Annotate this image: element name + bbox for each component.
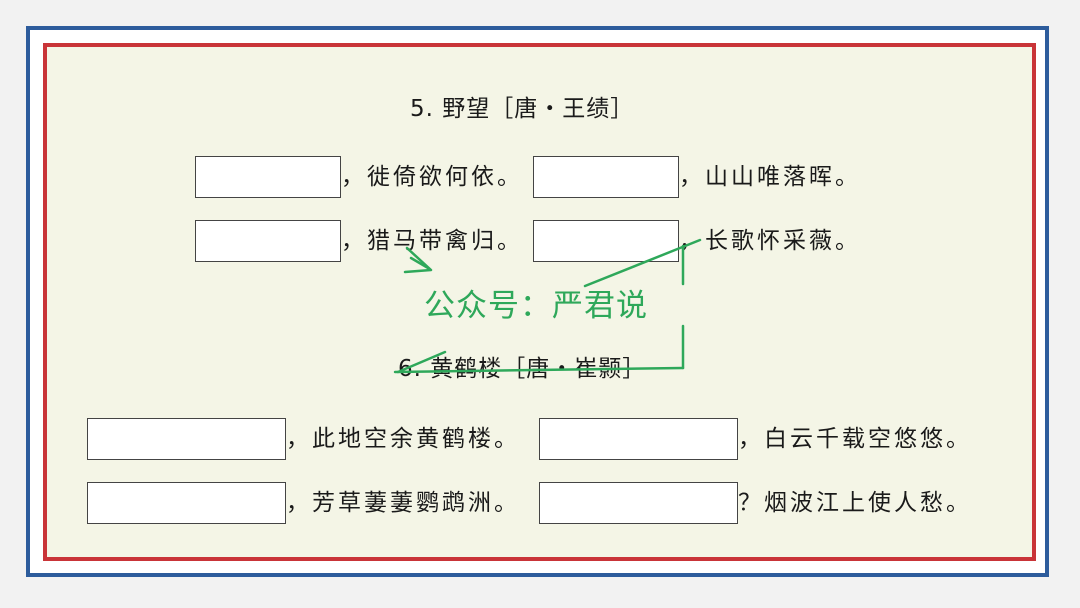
poem5-line1-b: ，山山唯落晖。 bbox=[679, 164, 861, 190]
poem5-line2-b: ，长歌怀采薇。 bbox=[679, 228, 861, 254]
watermark-text: 公众号：严君说 bbox=[424, 288, 648, 324]
poem5-blank-4[interactable] bbox=[533, 220, 679, 262]
poem6-line1-b: ，白云千载空悠悠。 bbox=[738, 426, 972, 452]
poem5-blank-1[interactable] bbox=[195, 156, 341, 198]
poem6-line1-a: ，此地空余黄鹤楼。 bbox=[286, 426, 520, 452]
poem5-blank-3[interactable] bbox=[195, 220, 341, 262]
poem6-blank-3[interactable] bbox=[87, 482, 286, 524]
poem6-blank-4[interactable] bbox=[539, 482, 738, 524]
poem5-blank-2[interactable] bbox=[533, 156, 679, 198]
poem6-line2-b: ？烟波江上使人愁。 bbox=[738, 490, 972, 516]
poem6-line2-a: ，芳草萋萋鹦鹉洲。 bbox=[286, 490, 520, 516]
poem5-line1-a: ，徙倚欲何依。 bbox=[341, 164, 523, 190]
poem6-blank-2[interactable] bbox=[539, 418, 738, 460]
inner-frame-red bbox=[43, 43, 1036, 561]
poem5-line2-a: ，猎马带禽归。 bbox=[341, 228, 523, 254]
poem5-title: 5. 野望［唐・王绩］ bbox=[410, 96, 635, 122]
poem6-blank-1[interactable] bbox=[87, 418, 286, 460]
